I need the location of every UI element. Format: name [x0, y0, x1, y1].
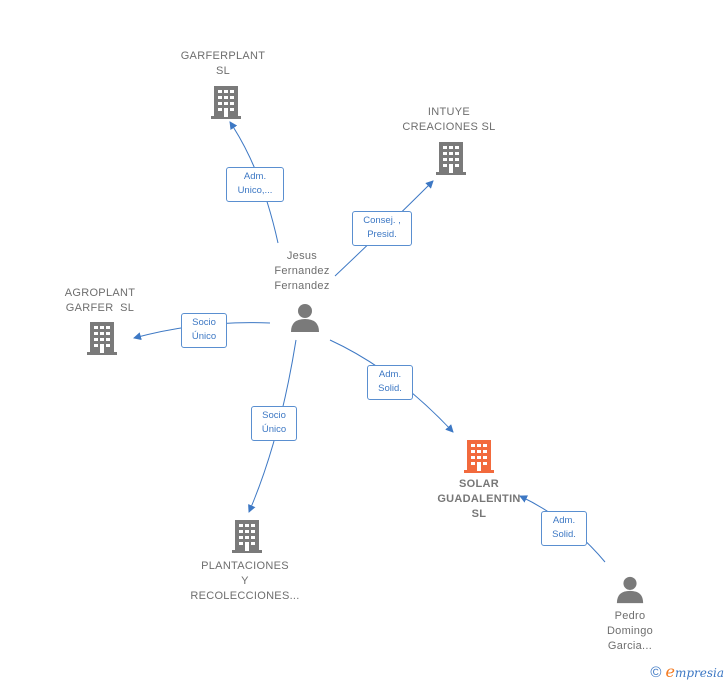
brand-name: mpresia	[674, 666, 724, 680]
edge-label-pedro-solar[interactable]: Adm. Solid.	[541, 511, 587, 546]
node-label-line: SL	[471, 508, 487, 520]
person-icon-pedro[interactable]	[615, 574, 645, 609]
edge-label-line: Socio	[192, 317, 216, 328]
edge-label-line: Único	[261, 424, 287, 435]
node-label-line: Y	[241, 575, 249, 587]
node-label-line: SOLAR	[459, 478, 499, 490]
building-icon-solar[interactable]	[463, 438, 495, 479]
building-icon-plantaciones[interactable]	[231, 518, 263, 559]
edge-label-line: Consej. ,	[363, 215, 401, 226]
node-label-line: GARFERPLANT	[180, 50, 266, 62]
node-label-line: AGROPLANT	[64, 287, 136, 299]
node-label-garferplant: GARFERPLANT SL	[163, 49, 283, 79]
person-icon-jesus[interactable]	[289, 301, 321, 338]
node-label-line: Pedro	[614, 610, 646, 622]
node-label-line: Fernandez	[274, 265, 330, 277]
node-label-line: Jesus	[286, 250, 318, 262]
edge-label-line: Presid.	[367, 229, 397, 240]
edge-label-line: Solid.	[378, 383, 402, 394]
edge-label-line: Socio	[262, 410, 286, 421]
node-label-line: SL	[215, 65, 231, 77]
edge-label-line: Adm.	[552, 515, 576, 526]
node-label-agroplant: AGROPLANT GARFER SL	[40, 286, 160, 316]
brand-e: e	[665, 662, 675, 681]
building-icon-intuye[interactable]	[435, 140, 467, 181]
edge-label-jesus-agroplant[interactable]: Socio Único	[181, 313, 227, 348]
edge-label-line: Adm.	[243, 171, 267, 182]
node-label-line: RECOLECCIONES...	[190, 590, 300, 602]
node-label-jesus: Jesus Fernandez Fernandez	[252, 249, 352, 294]
node-label-pedro: Pedro Domingo Garcia...	[582, 609, 678, 654]
edge-label-jesus-garferplant[interactable]: Adm. Unico,...	[226, 167, 284, 202]
node-label-line: Domingo	[606, 625, 654, 637]
node-label-intuye: INTUYE CREACIONES SL	[389, 105, 509, 135]
edge-label-jesus-solar[interactable]: Adm. Solid.	[367, 365, 413, 400]
edge-label-jesus-intuye[interactable]: Consej. , Presid.	[352, 211, 412, 246]
node-label-line: GARFER SL	[65, 302, 135, 314]
building-icon-agroplant[interactable]	[86, 320, 118, 361]
edge-label-line: Solid.	[552, 529, 576, 540]
node-label-solar: SOLAR GUADALENTIN SL	[419, 477, 539, 522]
empresia-logo: ©empresia	[650, 662, 724, 681]
edge-label-line: Adm.	[378, 369, 402, 380]
node-label-line: INTUYE	[427, 106, 471, 118]
node-label-line: PLANTACIONES	[201, 560, 289, 572]
node-label-line: CREACIONES SL	[402, 121, 496, 133]
edge-label-line: Unico,...	[237, 185, 273, 196]
building-icon-garferplant[interactable]	[210, 84, 242, 125]
edge-label-jesus-plantaciones[interactable]: Socio Único	[251, 406, 297, 441]
node-label-line: GUADALENTIN	[437, 493, 521, 505]
copyright-icon: ©	[650, 664, 662, 681]
node-label-line: Fernandez	[274, 280, 330, 292]
node-label-line: Garcia...	[607, 640, 653, 652]
edge-label-line: Único	[191, 331, 217, 342]
node-label-plantaciones: PLANTACIONES Y RECOLECCIONES...	[175, 559, 315, 604]
